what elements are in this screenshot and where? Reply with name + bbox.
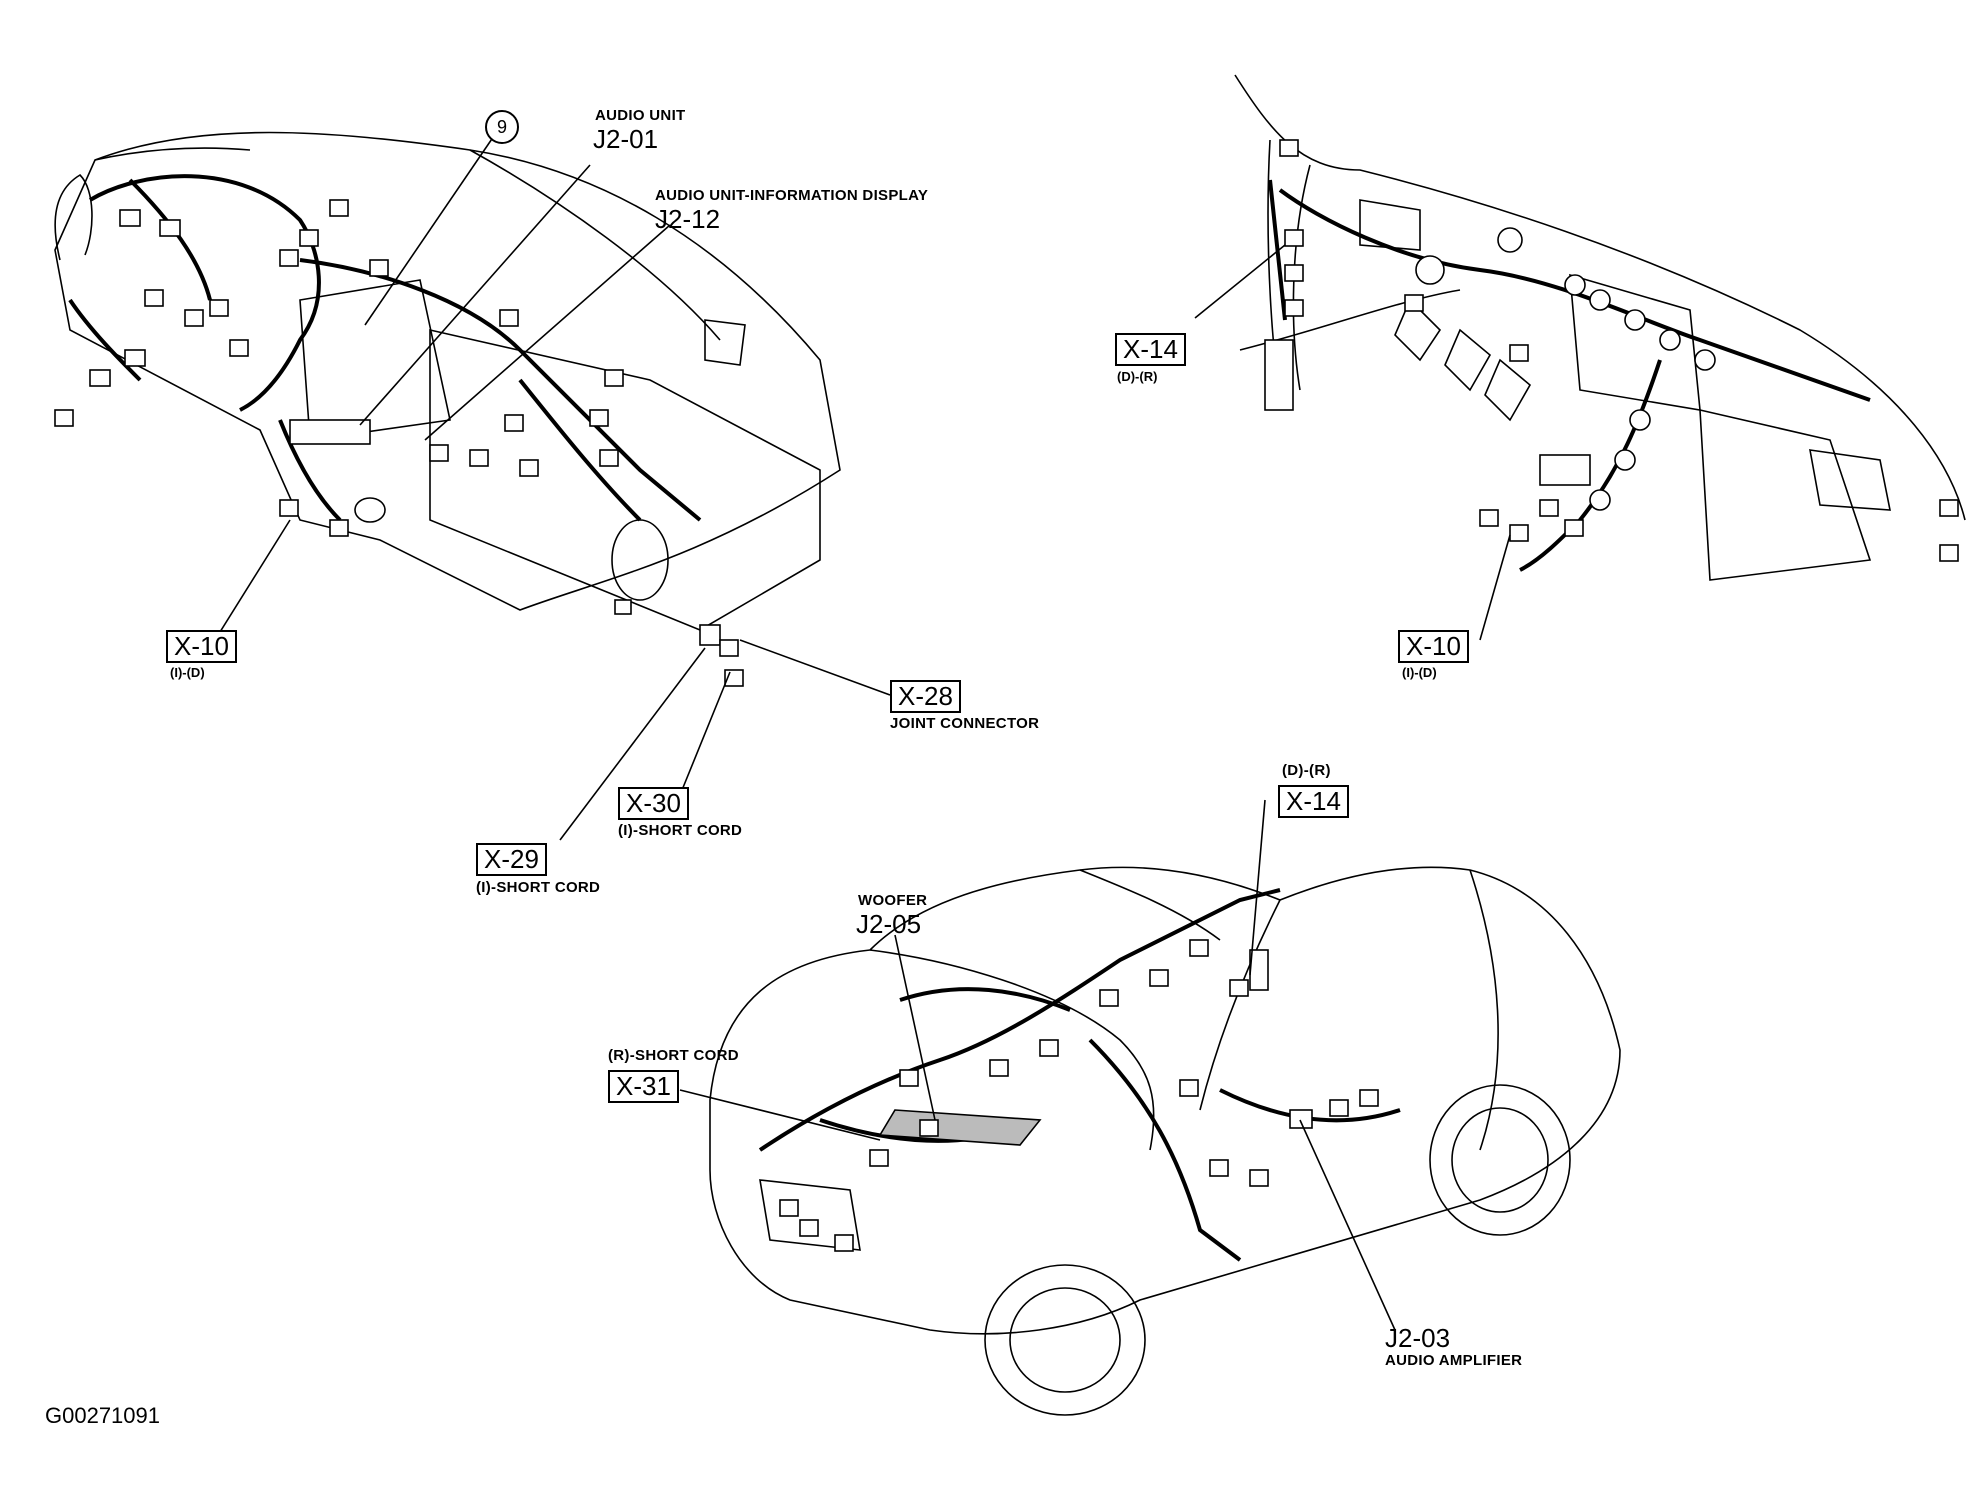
x10-right-code: X-10 (1398, 630, 1469, 663)
x14-car-code: X-14 (1278, 785, 1349, 818)
x10-left-code: X-10 (166, 630, 237, 663)
woofer-label: WOOFER (858, 892, 928, 909)
audio-amplifier-code: J2-03 (1385, 1323, 1451, 1353)
x29-sub: (I)-SHORT CORD (476, 879, 601, 896)
audio-amplifier-label: AUDIO AMPLIFIER (1385, 1352, 1523, 1369)
x14-car-sub: (D)-(R) (1282, 762, 1331, 779)
x30-sub: (I)-SHORT CORD (618, 822, 743, 839)
x14-right-code: X-14 (1115, 333, 1186, 366)
dashboard-right-view (1194, 74, 1966, 641)
x29-code: X-29 (476, 843, 547, 876)
x10-left-sub: (I)-(D) (170, 665, 205, 680)
x31-code: X-31 (608, 1070, 679, 1103)
figure-id: G00271091 (45, 1403, 160, 1428)
dashboard-left-view (54, 129, 891, 841)
x28-sub: JOINT CONNECTOR (890, 715, 1040, 732)
audio-unit-label: AUDIO UNIT (595, 107, 686, 124)
x31-sub: (R)-SHORT CORD (608, 1047, 739, 1064)
x10-right-sub: (I)-(D) (1402, 665, 1437, 680)
woofer-code: J2-05 (856, 909, 922, 939)
x28-code: X-28 (890, 680, 961, 713)
audio-unit-info-display-label: AUDIO UNIT-INFORMATION DISPLAY (655, 187, 929, 204)
vehicle-body-view (679, 799, 1621, 1416)
x30-code: X-30 (618, 787, 689, 820)
audio-unit-code: J2-01 (593, 124, 659, 154)
callout-item-9: 9 (485, 110, 519, 144)
audio-unit-info-display-code: J2-12 (655, 204, 721, 234)
x14-right-sub: (D)-(R) (1117, 369, 1158, 384)
